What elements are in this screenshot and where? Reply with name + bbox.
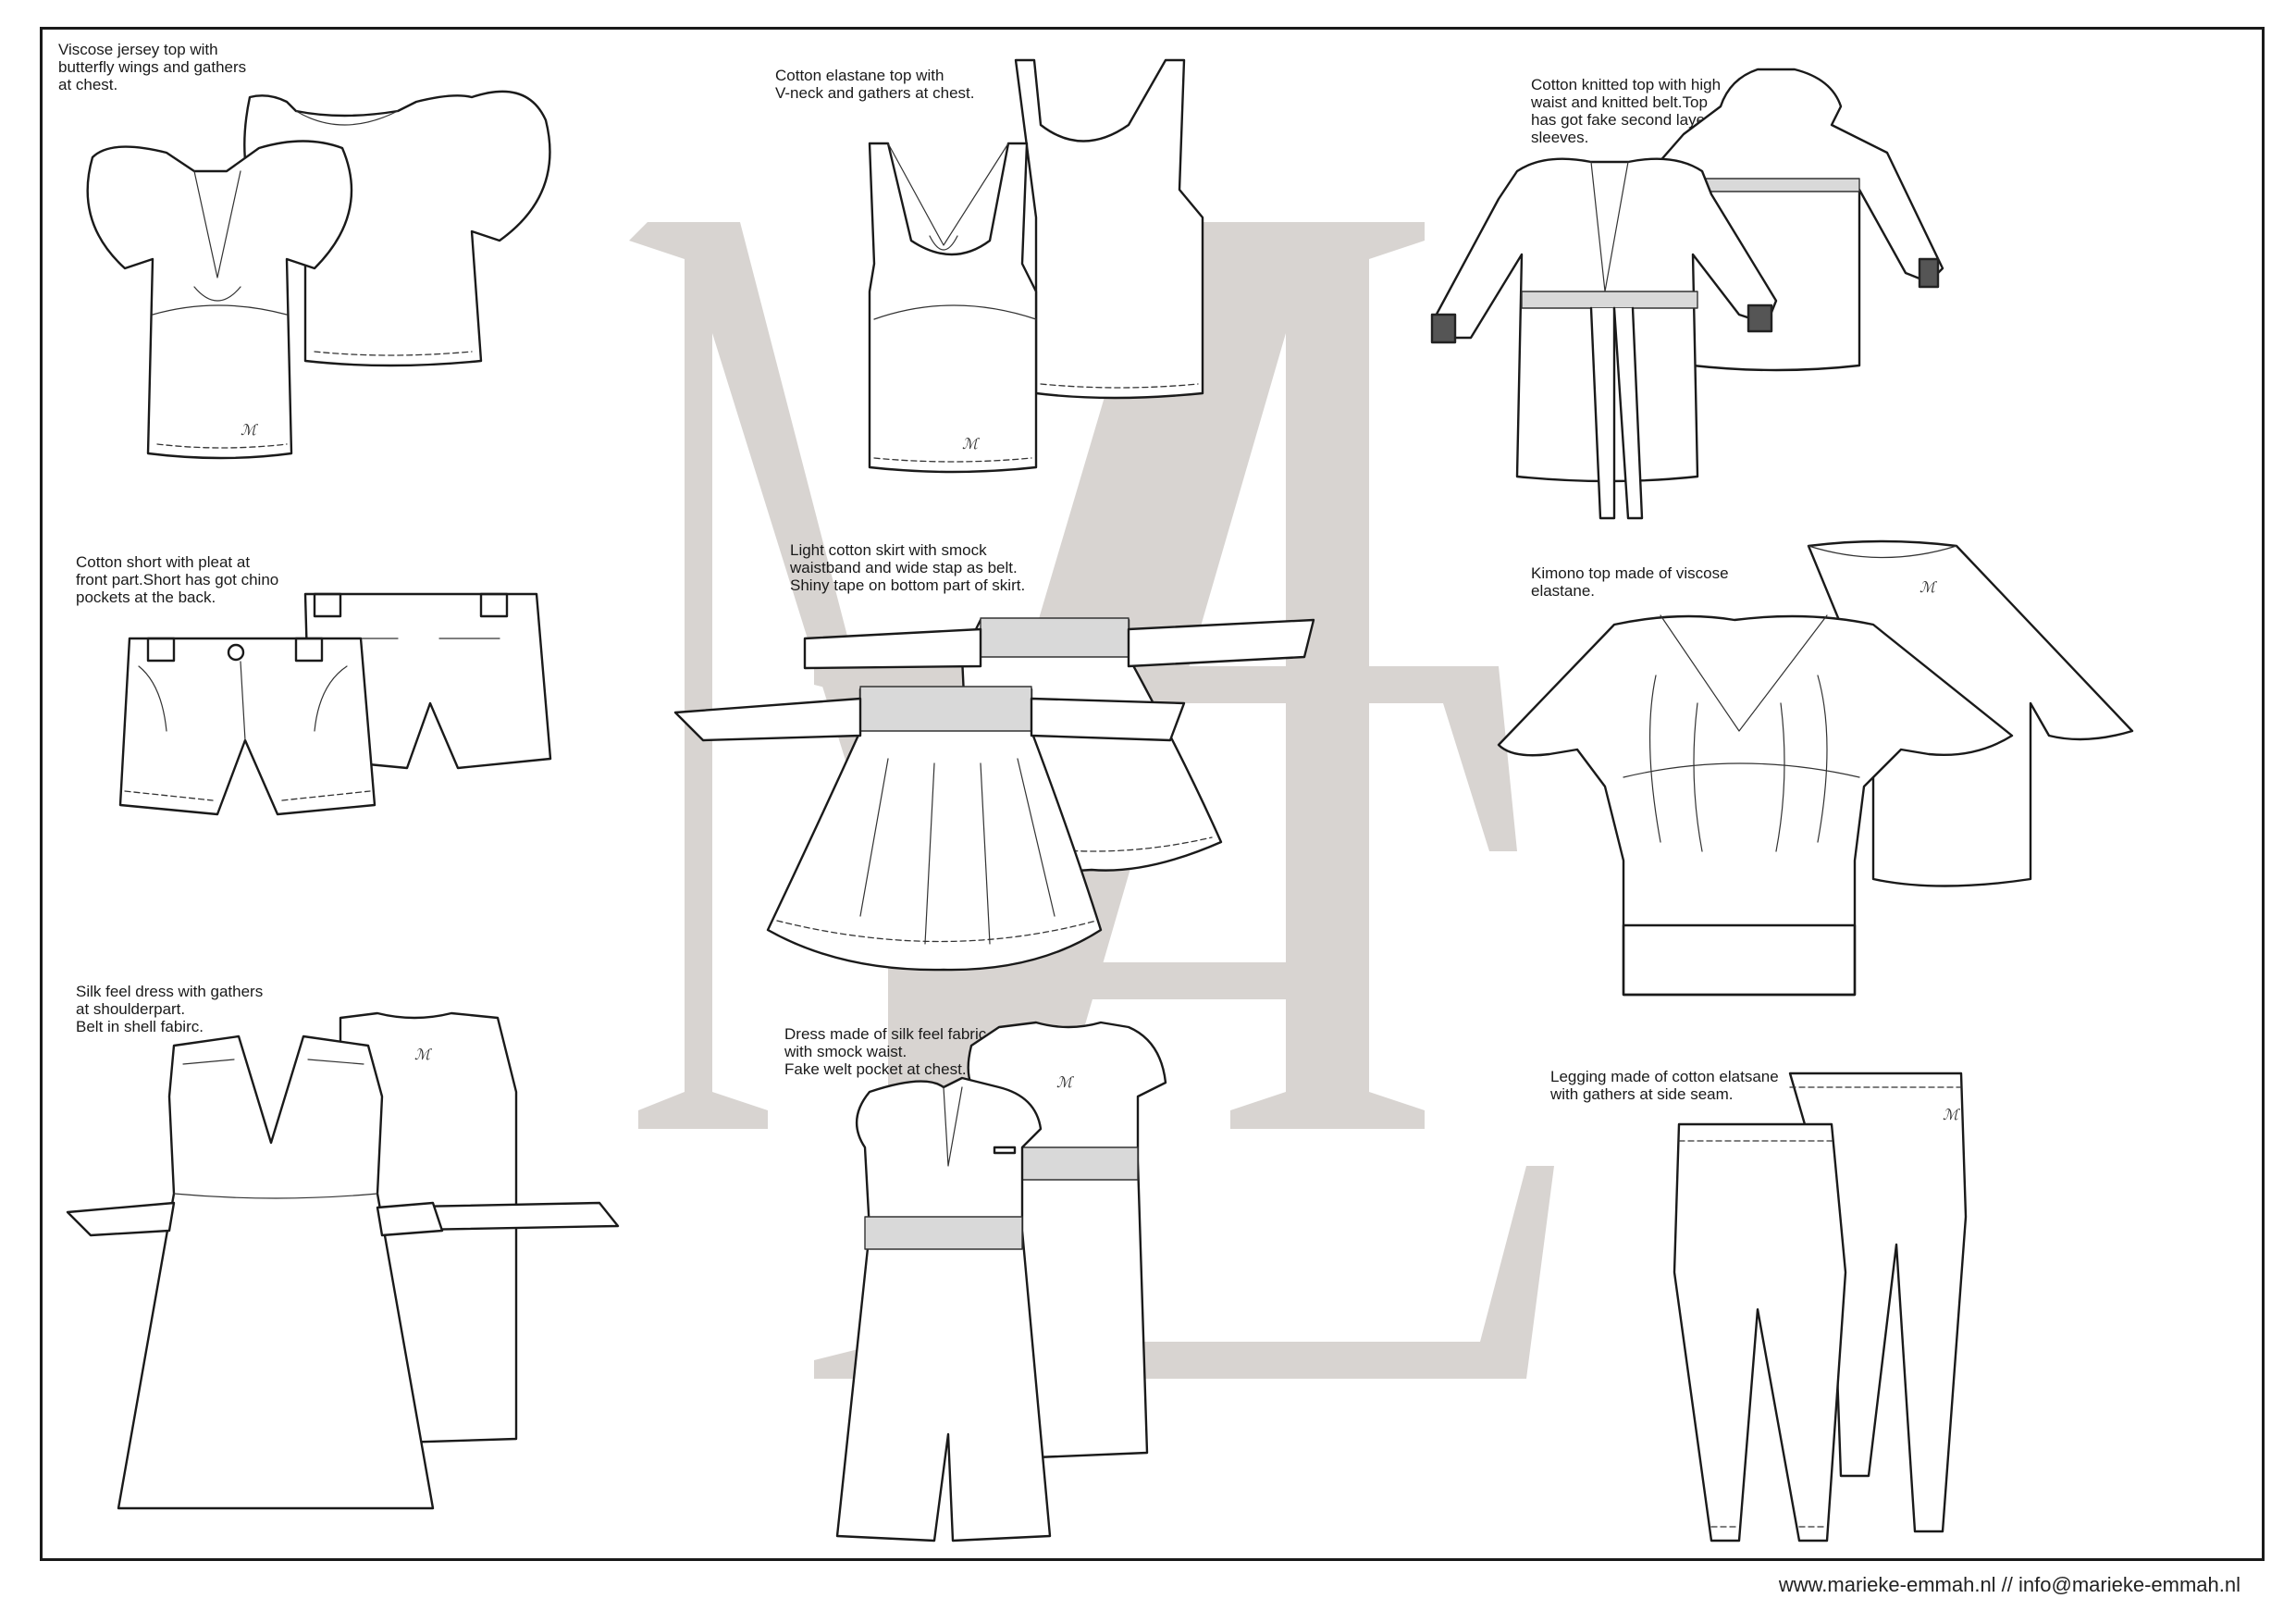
caption-cotton-skirt: Light cotton skirt with smock waistband …	[790, 541, 1026, 594]
svg-text:ℳ: ℳ	[1943, 1106, 1961, 1123]
caption-smock-dress: Dress made of silk feel fabric with smoc…	[784, 1025, 987, 1078]
caption-cotton-short: Cotton short with pleat at front part.Sh…	[76, 553, 279, 606]
caption-knitted-top: Cotton knitted top with high waist and k…	[1531, 76, 1722, 146]
caption-elastane-top: Cotton elastane top with V-neck and gath…	[775, 67, 975, 102]
smock-dress-sketch: ℳ	[835, 1021, 1167, 1542]
caption-kimono-top: Kimono top made of viscose elastane.	[1531, 564, 1729, 600]
svg-text:ℳ: ℳ	[1056, 1073, 1075, 1091]
legging-sketch: ℳ	[1673, 1072, 1968, 1542]
caption-silk-dress: Silk feel dress with gathers at shoulder…	[76, 983, 264, 1035]
knitted-top-sketch	[1430, 68, 1944, 520]
cotton-short-sketch	[118, 592, 552, 816]
butterfly-top-sketch: ℳ	[86, 90, 551, 460]
svg-text:ℳ: ℳ	[241, 421, 259, 439]
caption-butterfly-top: Viscose jersey top with butterfly wings …	[58, 41, 247, 93]
svg-text:ℳ: ℳ	[962, 435, 981, 452]
svg-text:ℳ: ℳ	[414, 1046, 433, 1063]
kimono-top-sketch: ℳ	[1497, 539, 2134, 997]
svg-text:ℳ: ℳ	[1920, 578, 1938, 596]
footer-contact: www.marieke-emmah.nl // info@marieke-emm…	[1778, 1573, 2240, 1596]
cotton-skirt-sketch	[673, 617, 1315, 972]
elastane-tank-sketch: ℳ	[868, 58, 1204, 474]
caption-legging: Legging made of cotton elatsane with gat…	[1550, 1068, 1779, 1103]
silk-dress-sketch: ℳ	[66, 1011, 620, 1510]
